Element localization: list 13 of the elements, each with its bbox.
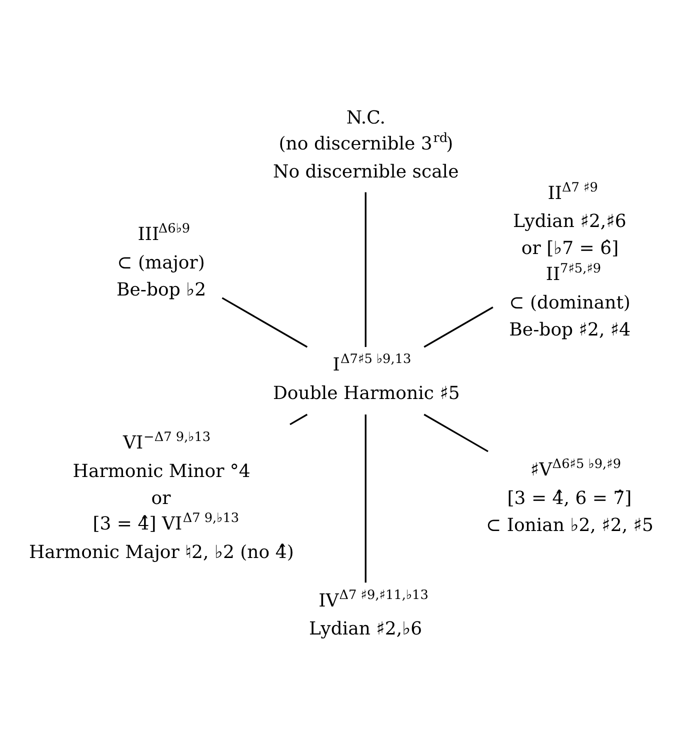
connector: [424, 414, 488, 452]
connector: [290, 414, 308, 426]
node-text: IV$^{Δ7 ♯9,♯11,♭13}$ Lydian ♯2,♭6: [308, 588, 428, 640]
connector: [364, 192, 366, 347]
node-text: III$^{Δ6♭9}$ ⊂ (major) Be-bop ♭2: [116, 222, 206, 300]
node-text: I$^{Δ7♯5 ♭9,13}$ Double Harmonic ♯5: [272, 352, 460, 404]
node-text: II$^{Δ7 ♯9}$ Lydian ♯2,♯6 or [♭7 = 6̂] II$^{7♯5,♯9}$ ⊂ (dominant) Be-bop ♯2, ♯4: [509, 180, 631, 340]
connector: [424, 306, 494, 348]
node-text: ♯V$^{Δ6♯5 ♭9,♯9}$ [3 = 4̂, 6 = 7̂] ⊂ Ionian ♭2, ♯2, ♯5: [486, 457, 654, 536]
connector: [222, 297, 308, 348]
node-text: N.C. (no discernible 3$^{rd}$) No discernible scale: [272, 108, 459, 183]
connector: [364, 414, 366, 583]
node-text: VI$^{−Δ7 9,♭13}$ Harmonic Minor °4 or [3 = 4̂] VI$^{Δ7 9,♭13}$ Harmonic Major ♮2, ♭2 (no 4̂): [28, 430, 294, 564]
